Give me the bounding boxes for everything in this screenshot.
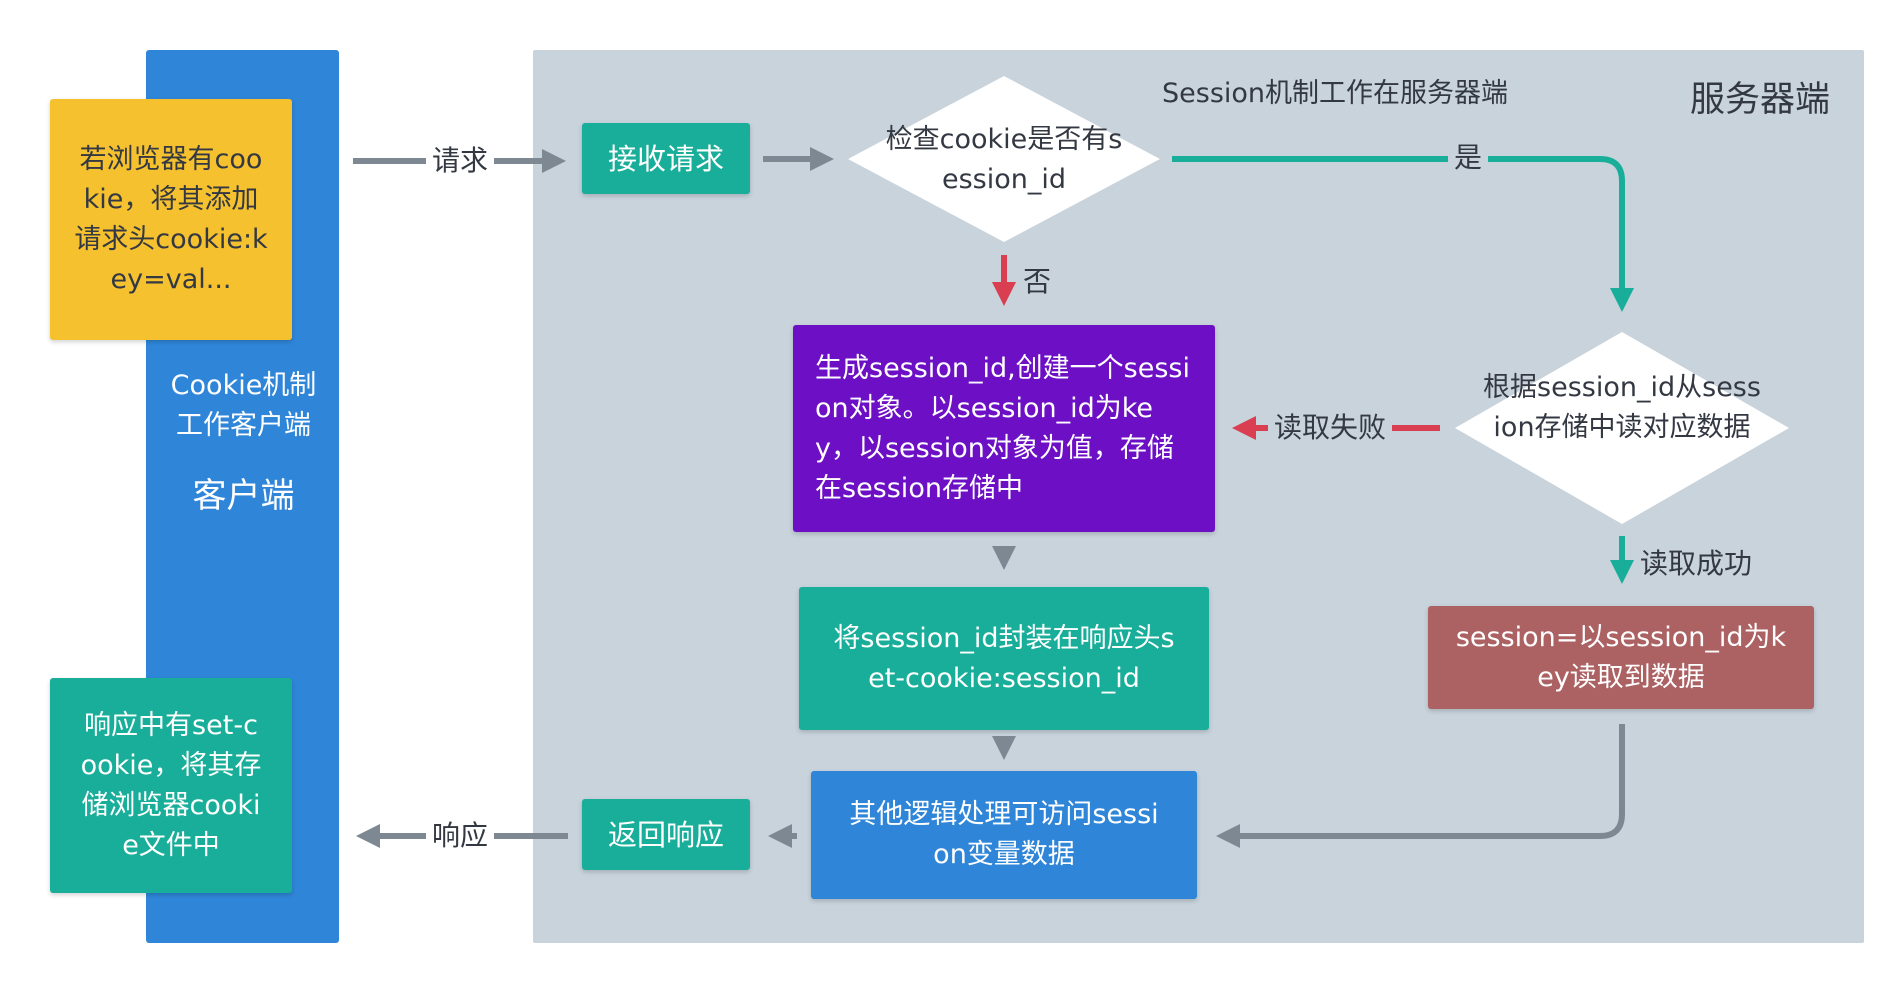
server-title: 服务器端	[1690, 80, 1831, 120]
logic-node: 其他逻辑处理可访问session变量数据	[811, 771, 1197, 899]
read-fail-edge-label: 读取失败	[1268, 410, 1393, 446]
set-cookie-label: 将session_id封装在响应头set-cookie:session_id	[833, 622, 1175, 694]
generate-session-label: 生成session_id,创建一个session对象。以session_id为k…	[815, 352, 1190, 504]
read-session-node: session=以session_id为key读取到数据	[1428, 606, 1814, 709]
readok-to-logic-arrow	[1216, 724, 1625, 848]
client-request-note-text: 若浏览器有cookie，将其添加请求头cookie:key=val...	[74, 143, 268, 295]
check-session-label: 检查cookie是否有session_id	[885, 124, 1123, 195]
yes-arrow	[1172, 156, 1634, 312]
client-response-note-text: 响应中有set-cookie，将其存储浏览器cookie文件中	[80, 709, 262, 861]
receive-request-label: 接收请求	[607, 141, 724, 176]
set-cookie-node: 将session_id封装在响应头set-cookie:session_id	[799, 587, 1209, 730]
server-mechanism-label: Session机制工作在服务器端	[1162, 78, 1509, 109]
client-mechanism-label: Cookie机制工作客户端	[170, 370, 317, 441]
lookup-diamond	[1455, 332, 1789, 524]
receive-request-node: 接收请求	[582, 123, 750, 194]
client-response-note: 响应中有set-cookie，将其存储浏览器cookie文件中	[50, 678, 292, 893]
response-edge-label: 响应	[426, 818, 495, 854]
client-title: 客户端	[192, 476, 295, 516]
lookup-session-label: 根据session_id从session存储中读对应数据	[1483, 372, 1761, 443]
return-response-label: 返回响应	[607, 817, 724, 852]
client-request-note: 若浏览器有cookie，将其添加请求头cookie:key=val...	[50, 99, 292, 340]
return-response-node: 返回响应	[582, 799, 750, 870]
read-success-edge-label: 读取成功	[1640, 547, 1753, 580]
no-edge-label: 否	[1023, 265, 1052, 298]
check-diamond	[848, 76, 1160, 242]
logic-label: 其他逻辑处理可访问session变量数据	[849, 799, 1159, 870]
generate-session-node: 生成session_id,创建一个session对象。以session_id为k…	[793, 325, 1215, 532]
read-session-label: session=以session_id为key读取到数据	[1455, 621, 1787, 693]
yes-edge-label: 是	[1448, 140, 1489, 176]
request-edge-label: 请求	[426, 143, 495, 179]
